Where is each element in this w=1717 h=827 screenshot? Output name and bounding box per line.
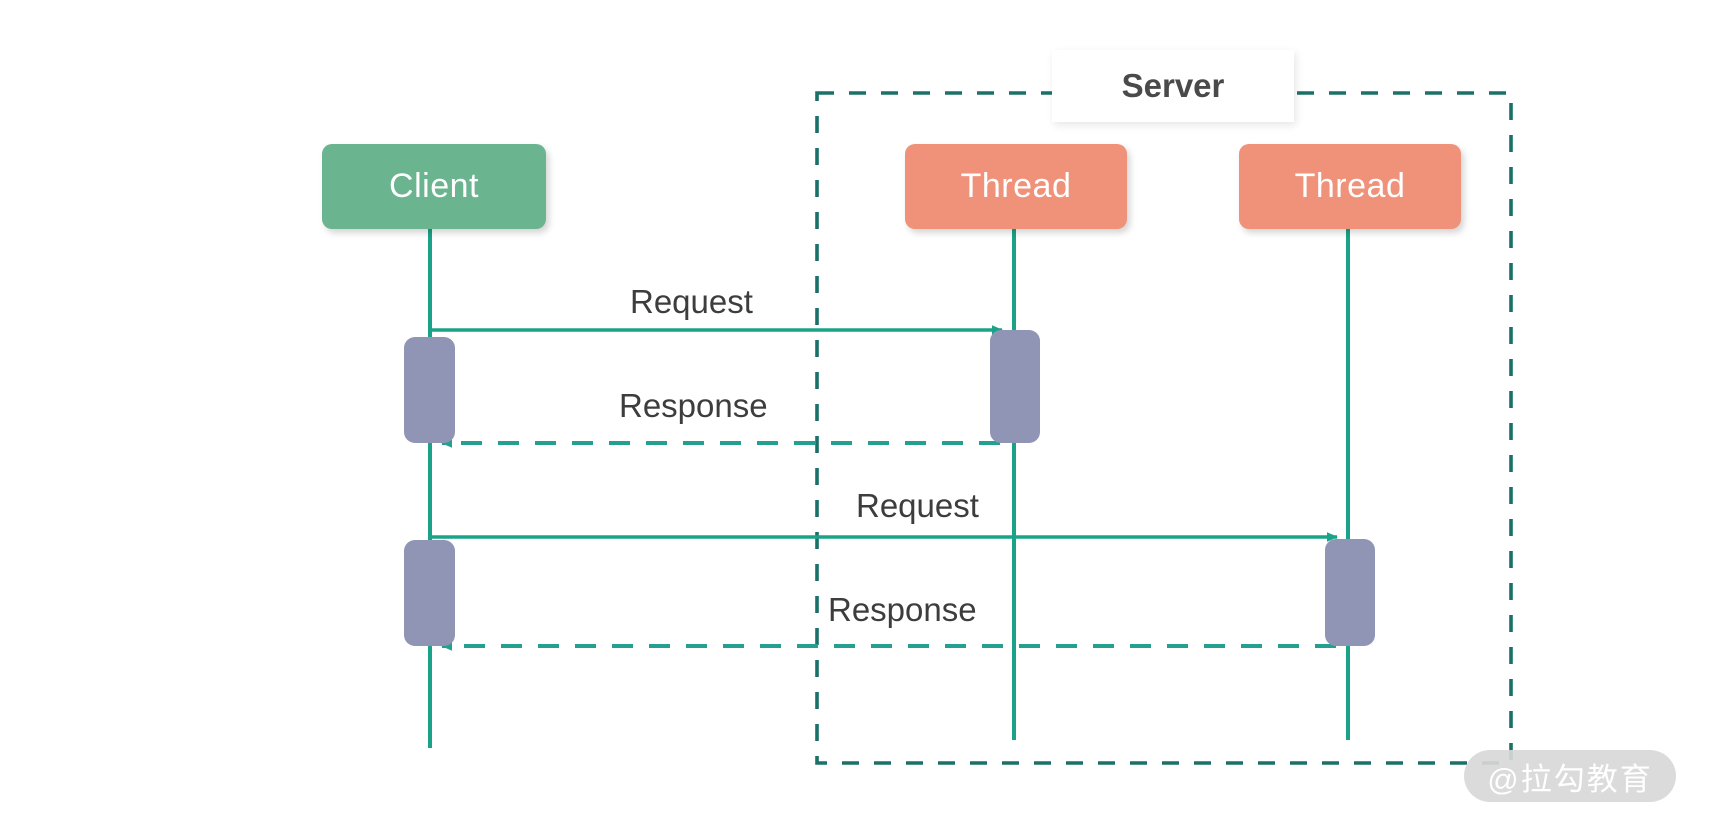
participant-thread-1[interactable]: Thread [905,144,1127,229]
activation-bar-client-2 [404,540,455,646]
watermark-text: @拉勾教育 [1487,761,1653,797]
server-group-frame [815,91,1513,765]
activation-bar-thread-1 [990,330,1040,443]
watermark: @拉勾教育 [1464,750,1676,802]
participant-client[interactable]: Client [322,144,546,229]
participant-client-label: Client [389,167,479,205]
message-label-response-2: Response [828,591,977,628]
activation-bar-thread-2 [1325,539,1375,646]
activation-bar-client-1 [404,337,455,443]
group-label-server: Server [1052,50,1294,122]
message-label-response-1: Response [619,387,768,424]
participant-thread-2[interactable]: Thread [1239,144,1461,229]
message-label-request-2: Request [856,487,979,524]
participant-thread-2-label: Thread [1294,167,1406,205]
message-label-request-1: Request [630,283,753,320]
group-label-server-text: Server [1121,67,1225,104]
participant-thread-1-label: Thread [960,167,1072,205]
